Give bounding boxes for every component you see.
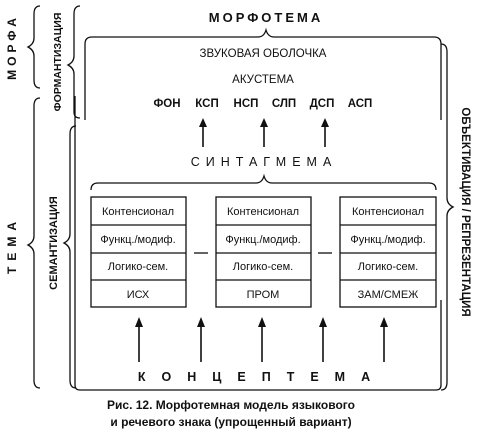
block-isx: Контенсионал Функц./модиф. Логико-сем. И…	[90, 196, 187, 308]
arrow-up-1-head	[199, 118, 207, 127]
phonetic-unit-asp: АСП	[348, 98, 373, 110]
arrow-concept-2-head	[197, 317, 205, 327]
arrow-up-2-head	[260, 118, 268, 127]
acoustema-label: АКУСТЕМА	[232, 74, 294, 86]
syntagmema-to-phonetic-arrows	[199, 118, 329, 147]
side-label-tema: ТЕМА	[5, 216, 19, 274]
caption-line-2: и речевого знака (упрощенный вариант)	[110, 415, 351, 429]
side-label-objectivation: ОБЪЕКТИВАЦИЯ / РЕПРЕЗЕНТАЦИЯ	[459, 107, 471, 316]
block-zam-smezh-frame	[339, 196, 437, 308]
formantization-brace	[66, 5, 81, 119]
arrow-concept-1-head	[135, 317, 143, 327]
block-isx-row-func: Функц./модиф.	[100, 234, 175, 246]
phonetic-unit-nsp: НСП	[234, 98, 259, 110]
tema-brace	[26, 97, 41, 389]
objectivation-brace	[440, 43, 455, 391]
block-isx-frame	[90, 196, 187, 308]
block-prom-row-contensional: Контенсионал	[227, 206, 299, 218]
phonetic-unit-fon: ФОН	[153, 98, 180, 110]
side-label-formantization: ФОРМАНТИЗАЦИЯ	[52, 13, 64, 112]
phonetic-unit-dsp: ДСП	[310, 98, 335, 110]
blocks-brace	[90, 173, 437, 191]
block-zam-smezh-row-type: ЗАМ/СМЕЖ	[358, 289, 419, 301]
arrow-concept-4-head	[319, 317, 327, 327]
conceptema-label: КОНЦЕПТЕМА	[138, 370, 386, 384]
phonetic-units-row: ФОН КСП НСП СЛП ДСП АСП	[153, 98, 372, 110]
top-brace	[84, 27, 442, 45]
sound-shell-label: ЗВУКОВАЯ ОБОЛОЧКА	[200, 48, 327, 60]
semantization-brace	[62, 125, 77, 389]
side-label-morpha: МОРФА	[5, 14, 19, 80]
block-prom-frame	[215, 196, 312, 308]
caption-line-1: Рис. 12. Морфотемная модель языкового	[107, 398, 355, 412]
block-isx-row-type: ИСХ	[127, 289, 150, 301]
arrow-up-3-head	[321, 118, 329, 127]
phonetic-unit-slp: СЛП	[272, 98, 296, 110]
morpha-brace	[26, 5, 41, 89]
arrow-concept-5-head	[380, 317, 388, 327]
syntagmema-label: СИНТАГМЕМА	[191, 155, 338, 169]
block-isx-row-logic: Логико-сем.	[108, 261, 168, 273]
conceptema-to-blocks-arrows	[135, 317, 388, 362]
phonetic-unit-ksp: КСП	[195, 98, 218, 110]
arrow-concept-3-head	[258, 317, 266, 327]
block-zam-smezh: Контенсионал Функц./модиф. Логико-сем. З…	[339, 196, 437, 308]
block-prom-row-type: ПРОМ	[247, 289, 280, 301]
block-zam-smezh-row-contensional: Контенсионал	[352, 206, 424, 218]
block-prom: Контенсионал Функц./модиф. Логико-сем. П…	[215, 196, 312, 308]
conceptema-bracket	[74, 96, 442, 391]
side-label-semantization: СЕМАНТИЗАЦИЯ	[48, 196, 60, 290]
block-zam-smezh-row-logic: Логико-сем.	[358, 261, 418, 273]
block-prom-row-logic: Логико-сем.	[233, 261, 293, 273]
block-isx-row-contensional: Контенсионал	[102, 206, 174, 218]
block-prom-row-func: Функц./модиф.	[225, 234, 300, 246]
diagram-title: МОРФОТЕМА	[209, 10, 323, 25]
block-zam-smezh-row-func: Функц./модиф.	[350, 234, 425, 246]
